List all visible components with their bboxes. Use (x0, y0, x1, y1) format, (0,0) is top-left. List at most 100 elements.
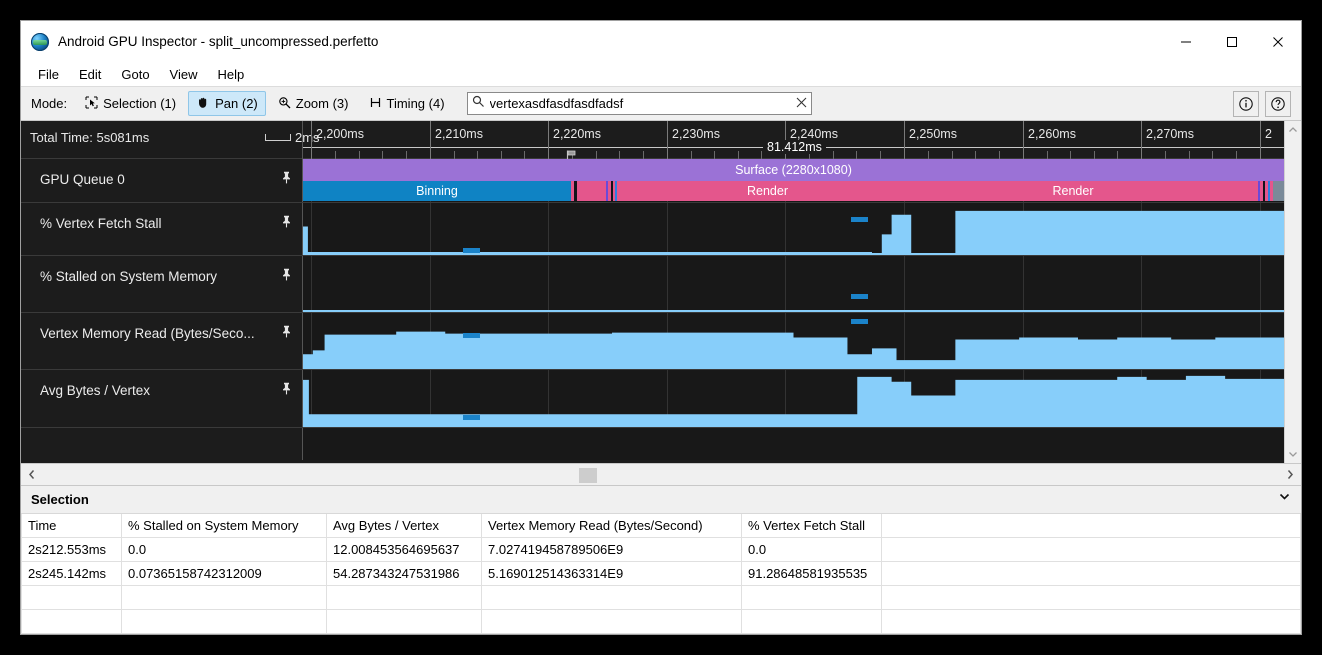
horizontal-scrollbar[interactable] (21, 462, 1301, 485)
track-header[interactable]: GPU Queue 0 (21, 159, 303, 202)
track-label: % Vertex Fetch Stall (40, 216, 162, 231)
pin-icon[interactable] (281, 325, 292, 343)
ruler-tick: 2,220ms (548, 121, 601, 159)
track-vertex-fetch-stall[interactable]: % Vertex Fetch Stall (21, 203, 1284, 256)
ruler-minor-tick (880, 151, 882, 159)
track-canvas[interactable]: Surface (2280x1080) Binning Render Rende… (303, 159, 1284, 202)
ruler-minor-tick (1070, 151, 1072, 159)
counter-waveform (303, 210, 1284, 255)
ruler-tick: 2,200ms (311, 121, 364, 159)
ruler-minor-tick (690, 151, 692, 159)
ruler-minor-tick (714, 151, 716, 159)
grid-line (430, 370, 431, 427)
maximize-button[interactable] (1209, 21, 1255, 62)
ruler-minor-tick (737, 151, 739, 159)
selection-marker[interactable] (463, 415, 480, 420)
track-header[interactable]: % Stalled on System Memory (21, 256, 303, 312)
column-header-vertex-memory-read[interactable]: Vertex Memory Read (Bytes/Second) (481, 513, 742, 538)
table-row[interactable] (21, 609, 1301, 634)
chevron-down-icon[interactable] (1285, 446, 1302, 463)
track-canvas[interactable] (303, 313, 1284, 369)
chevron-up-icon[interactable] (1285, 121, 1302, 138)
pin-icon[interactable] (281, 171, 292, 189)
cell-vertex-fetch-stall (741, 585, 882, 610)
mode-zoom-button[interactable]: Zoom (3) (270, 92, 357, 116)
ruler-tick: 2,260ms (1023, 121, 1076, 159)
cell-avg-bytes-vertex (326, 609, 482, 634)
selection-marker[interactable] (851, 217, 868, 222)
selection-marker[interactable] (851, 319, 868, 324)
slice-tick-2 (611, 181, 613, 201)
menu-view[interactable]: View (169, 66, 198, 82)
info-icon[interactable] (1233, 90, 1259, 117)
track-header[interactable]: Avg Bytes / Vertex (21, 370, 303, 427)
track-header-empty (21, 428, 303, 460)
ruler-minor-tick (453, 151, 455, 159)
track-header[interactable]: Vertex Memory Read (Bytes/Seco... (21, 313, 303, 369)
selection-marker[interactable] (851, 294, 868, 299)
menu-goto[interactable]: Goto (121, 66, 150, 82)
table-row[interactable]: 2s245.142ms 0.07365158742312009 54.28734… (21, 561, 1301, 586)
help-icon[interactable] (1265, 90, 1291, 117)
ruler-minor-tick (1212, 151, 1214, 159)
mode-label: Mode: (31, 96, 68, 111)
selection-marker[interactable] (463, 333, 480, 338)
grid-line (785, 370, 786, 427)
track-avg-bytes-vertex[interactable]: Avg Bytes / Vertex (21, 370, 1284, 428)
selection-marker[interactable] (463, 248, 480, 253)
menu-bar: File Edit Goto View Help (21, 62, 1301, 86)
minimize-button[interactable] (1163, 21, 1209, 62)
column-header-avg-bytes-vertex[interactable]: Avg Bytes / Vertex (326, 513, 482, 538)
track-canvas[interactable] (303, 256, 1284, 312)
chevron-left-icon[interactable] (21, 469, 43, 480)
menu-file[interactable]: File (38, 66, 59, 82)
mode-pan-button[interactable]: Pan (2) (188, 91, 266, 116)
cell-vertex-memory-read (481, 609, 742, 634)
chevron-right-icon[interactable] (1279, 469, 1301, 480)
selection-header[interactable]: Selection (21, 485, 1301, 514)
search-input[interactable]: vertexasdfasdfasdfadsf (466, 92, 812, 115)
flag-marker-icon[interactable] (566, 148, 577, 161)
ruler-minor-tick (1117, 151, 1119, 159)
menu-edit[interactable]: Edit (78, 66, 102, 82)
slice-binning[interactable]: Binning (303, 181, 571, 201)
track-header[interactable]: % Vertex Fetch Stall (21, 203, 303, 255)
menu-help[interactable]: Help (217, 66, 245, 82)
ruler-minor-tick (500, 151, 502, 159)
column-header-stalled-system-memory[interactable]: % Stalled on System Memory (121, 513, 327, 538)
slice-surface[interactable]: Surface (2280x1080) (303, 159, 1284, 181)
mode-selection-button[interactable]: Selection (1) (77, 92, 184, 116)
pin-icon[interactable] (281, 215, 292, 233)
mode-timing-button[interactable]: Timing (4) (361, 92, 453, 116)
clear-search-icon[interactable] (796, 95, 807, 113)
vertical-scrollbar[interactable] (1284, 121, 1301, 463)
cell-avg-bytes-vertex (326, 585, 482, 610)
chevron-down-icon[interactable] (1278, 490, 1291, 508)
track-stalled-system-memory[interactable]: % Stalled on System Memory (21, 256, 1284, 313)
track-canvas[interactable] (303, 203, 1284, 255)
track-gpu-queue-0[interactable]: GPU Queue 0 Surface (2280x1080) (21, 159, 1284, 203)
track-canvas[interactable] (303, 370, 1284, 427)
cell-stalled-system-memory: 0.0 (121, 537, 327, 562)
ruler-minor-tick (1093, 151, 1095, 159)
pin-icon[interactable] (281, 382, 292, 400)
grid-line (667, 256, 668, 312)
cell-vertex-memory-read: 5.169012514363314E9 (481, 561, 742, 586)
table-row[interactable] (21, 585, 1301, 610)
column-header-blank[interactable] (881, 513, 1301, 538)
table-row[interactable]: 2s212.553ms 0.0 12.008453564695637 7.027… (21, 537, 1301, 562)
cell-time (21, 585, 122, 610)
ruler-tick-label: 2,210ms (435, 127, 483, 141)
slice-render-2-label[interactable]: Render (943, 181, 1203, 201)
column-header-time[interactable]: Time (21, 513, 122, 538)
column-header-vertex-fetch-stall[interactable]: % Vertex Fetch Stall (741, 513, 882, 538)
scrollbar-thumb[interactable] (579, 467, 597, 483)
close-button[interactable] (1255, 21, 1301, 62)
ruler-minor-tick (619, 151, 621, 159)
slice-divider-a (571, 181, 574, 201)
track-vertex-memory-read[interactable]: Vertex Memory Read (Bytes/Seco... (21, 313, 1284, 370)
search-value: vertexasdfasdfasdfadsf (489, 96, 624, 111)
pin-icon[interactable] (281, 268, 292, 286)
